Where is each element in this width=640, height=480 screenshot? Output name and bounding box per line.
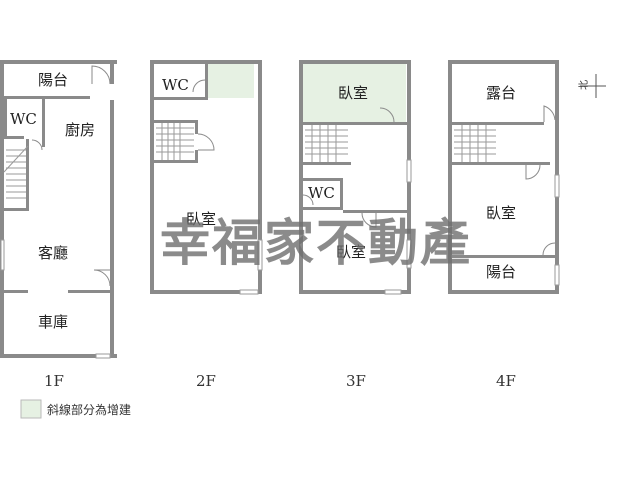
addition-area <box>303 64 406 122</box>
floor-label-4f: 4F <box>496 372 516 390</box>
wall <box>303 207 343 210</box>
wall <box>448 60 559 64</box>
wall <box>303 178 343 181</box>
wall <box>4 290 28 293</box>
wall <box>154 120 196 123</box>
door-swing <box>542 242 556 256</box>
door-swing <box>525 164 541 180</box>
room-label-living-room: 客廳 <box>38 244 68 262</box>
wall <box>0 354 117 358</box>
wall <box>299 60 411 64</box>
wall <box>150 60 154 294</box>
room-label-garage: 車庫 <box>38 313 68 331</box>
wall <box>452 122 544 125</box>
door-swing <box>302 194 314 206</box>
wall <box>205 64 208 100</box>
wall <box>4 99 7 139</box>
door-swing <box>192 79 206 93</box>
floor-3f-plan: 臥室 WC 臥室 <box>299 60 412 295</box>
wall <box>110 60 114 84</box>
room-label-bedroom: 臥室 <box>186 210 216 228</box>
wall <box>195 150 198 163</box>
room-label-wc: WC <box>308 184 335 202</box>
wall <box>195 120 198 134</box>
wall <box>4 136 24 139</box>
window <box>554 264 560 286</box>
wall <box>154 97 208 100</box>
window <box>406 159 412 183</box>
compass-north-label: 北 <box>578 80 590 90</box>
room-label-wc: WC <box>162 76 189 94</box>
floor-label-2f: 2F <box>196 372 216 390</box>
wall <box>4 208 29 211</box>
window <box>95 353 111 359</box>
window <box>239 289 259 295</box>
wall <box>150 60 262 64</box>
staircase <box>3 145 29 199</box>
room-label-terrace: 露台 <box>486 84 516 102</box>
room-label-bedroom: 臥室 <box>336 243 366 261</box>
window <box>406 239 412 269</box>
door-swing <box>361 212 377 228</box>
floor-label-1f: 1F <box>44 372 64 390</box>
window <box>554 174 560 198</box>
wall <box>343 210 407 213</box>
floor-2f-plan: WC 臥室 <box>150 60 263 295</box>
wall <box>0 60 117 64</box>
room-label-kitchen: 廚房 <box>65 121 95 139</box>
staircase <box>454 125 496 162</box>
door-swing <box>93 269 111 287</box>
wall <box>448 60 452 294</box>
room-label-bedroom: 臥室 <box>486 204 516 222</box>
window <box>0 239 5 271</box>
door-swing <box>543 105 556 122</box>
staircase <box>156 123 194 160</box>
wall <box>110 100 114 358</box>
wall <box>303 162 351 165</box>
wall <box>299 60 303 294</box>
window <box>257 239 263 271</box>
wall <box>42 99 45 147</box>
staircase <box>305 125 348 162</box>
wall <box>68 290 114 293</box>
wall <box>299 290 411 294</box>
wall <box>303 122 407 125</box>
compass-icon: 北 <box>578 74 606 98</box>
wall <box>26 139 29 209</box>
addition-area <box>208 64 254 98</box>
legend-text: 斜線部分為增建 <box>47 402 131 417</box>
window <box>384 289 402 295</box>
floor-4f-plan: 露台 臥室 陽台 <box>448 60 560 294</box>
wall <box>258 60 262 294</box>
floor-1f-plan: 陽台 WC 廚房 客廳 車庫 <box>0 60 117 359</box>
room-label-balcony: 陽台 <box>486 263 516 281</box>
room-label-wc: WC <box>10 110 37 128</box>
door-swing <box>31 139 43 151</box>
legend-swatch <box>20 399 42 419</box>
floor-label-3f: 3F <box>346 372 366 390</box>
watermark: 幸福家不動產 <box>160 214 472 272</box>
door-swing <box>379 107 395 123</box>
wall <box>150 290 262 294</box>
wall <box>452 255 555 258</box>
wall <box>448 290 559 294</box>
door-swing <box>197 133 215 151</box>
wall <box>154 160 198 163</box>
room-label-bedroom: 臥室 <box>338 84 368 102</box>
wall <box>452 162 550 165</box>
wall <box>340 178 343 210</box>
wall <box>0 60 4 358</box>
door-swing <box>91 65 111 85</box>
room-label-balcony: 陽台 <box>38 71 68 89</box>
wall <box>4 96 90 99</box>
